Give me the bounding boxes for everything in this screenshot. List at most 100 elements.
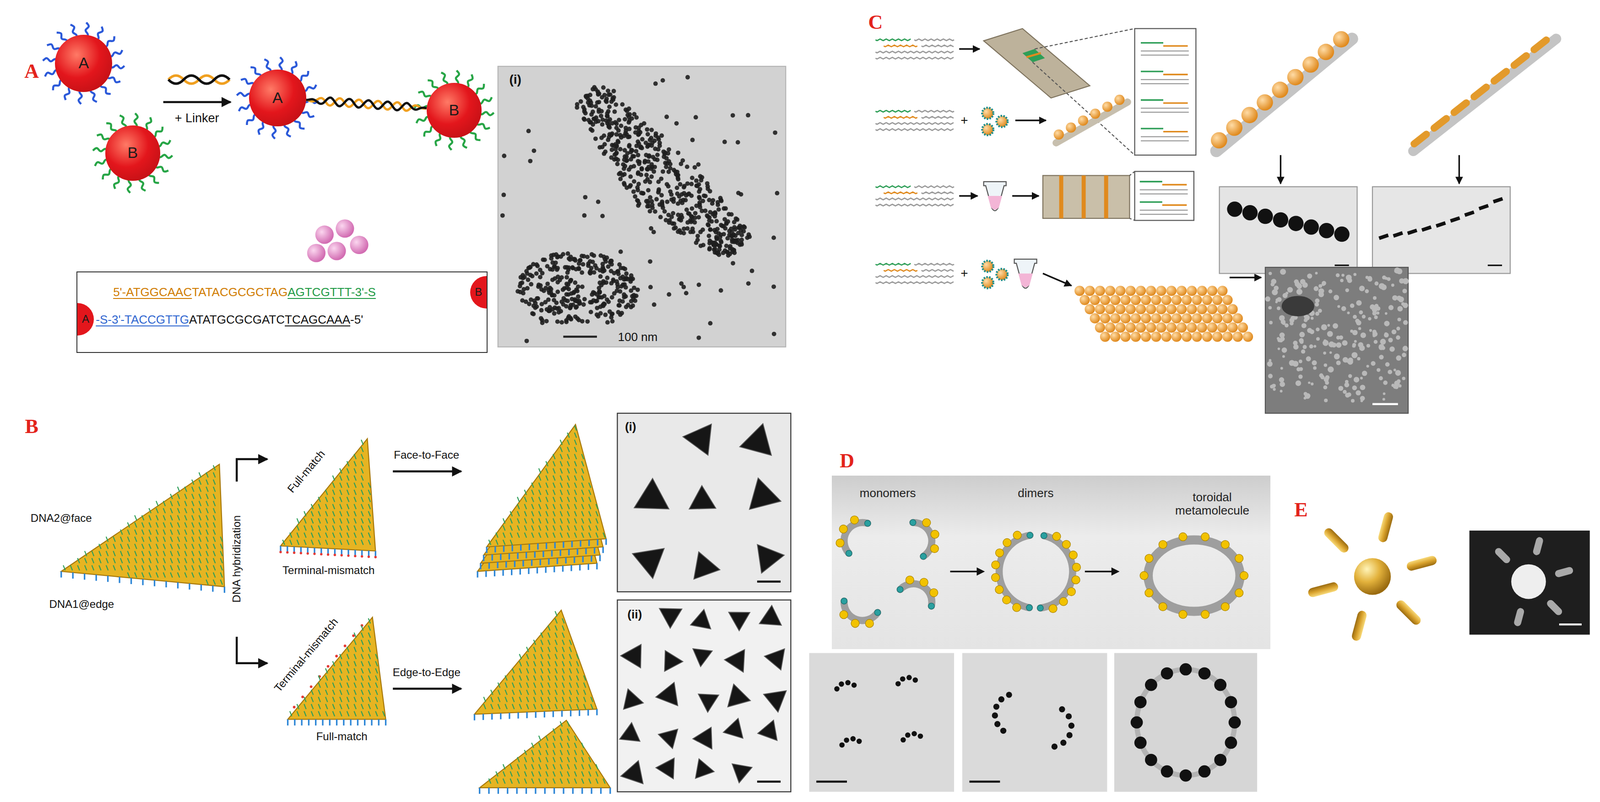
nanoplate [339, 504, 342, 510]
nanoplate [279, 550, 282, 554]
tem-particles [573, 258, 578, 263]
nanoplate [170, 522, 173, 528]
nanoplate [562, 787, 565, 794]
nanoplate [353, 668, 356, 674]
nanoplate [491, 554, 493, 561]
nanoplate [339, 539, 342, 545]
nanoplate [199, 551, 201, 557]
nanoplate [353, 489, 356, 495]
nanoplate [156, 522, 158, 528]
nanoplate [120, 543, 123, 549]
nanoplate [568, 549, 570, 556]
nanoplate [120, 551, 123, 557]
tem-particles [578, 99, 584, 104]
tem-particles [555, 319, 560, 325]
nanoplate [564, 557, 567, 564]
nanoplate [538, 778, 541, 784]
nanoplate [596, 778, 598, 784]
tem-particles [568, 315, 573, 321]
nanoplate [318, 675, 320, 681]
nanoplate [318, 525, 320, 531]
dna-ligands [107, 75, 121, 83]
nanoplate [163, 572, 166, 578]
tem-image [498, 66, 787, 348]
nanoplate [332, 525, 335, 531]
nanoplate [509, 539, 512, 545]
nanoplate [134, 522, 137, 528]
nanoplate [191, 529, 194, 535]
nanoplate [567, 511, 570, 517]
tem-particles [626, 120, 632, 125]
nanoplate [569, 668, 572, 674]
nanoplate [524, 497, 527, 503]
tem-image [969, 780, 1001, 783]
tem-particles [681, 284, 686, 290]
nanoplate [318, 511, 320, 517]
nanoplate [569, 675, 572, 681]
nanoplate [482, 713, 484, 720]
nanoplate [347, 489, 349, 495]
tem-particles [540, 271, 545, 276]
nanoplate [347, 518, 349, 524]
nanoplate [184, 536, 187, 542]
nanoplate [555, 696, 558, 702]
nanoplate [361, 668, 364, 674]
nanoplate [574, 482, 577, 488]
nanoplate [540, 654, 543, 660]
nanoplate [553, 504, 555, 510]
tem-particles [667, 189, 673, 195]
nanoplate [588, 511, 591, 517]
nanoplate [361, 461, 364, 467]
tem-particles [726, 211, 732, 217]
nanoplate [560, 468, 563, 474]
nanoplate [311, 696, 314, 702]
nanoplate [361, 654, 364, 660]
nanoplate [141, 558, 144, 564]
tem-particles [574, 102, 580, 107]
reaction-arrow [163, 101, 231, 104]
nanoplate [560, 757, 563, 763]
nanoplate [279, 438, 377, 559]
nanoplate [163, 500, 166, 506]
nanoplate [567, 461, 570, 467]
nanoplate [504, 704, 507, 710]
tem-particles [605, 320, 610, 325]
dna-ligands [414, 70, 494, 151]
nanoplate [524, 504, 527, 510]
nanoplate [361, 468, 364, 474]
tem-particles [645, 127, 650, 132]
tem-particles [540, 257, 546, 262]
lattice-sheet [1059, 175, 1064, 219]
nanoplate [588, 771, 591, 777]
tem-particles [607, 104, 612, 109]
nanoplate [579, 540, 581, 547]
tem-particles [544, 307, 550, 312]
nanoplate [368, 504, 371, 510]
nanoplate [517, 511, 520, 517]
nanoplate [533, 696, 536, 702]
nanoplate [538, 532, 541, 538]
nanoplate [517, 757, 520, 763]
rod-model [1216, 38, 1557, 185]
nanoplate [545, 757, 548, 763]
tem-particles [556, 305, 562, 311]
tem-image [1136, 669, 1235, 776]
nanoplate [562, 675, 565, 681]
nanoplate [596, 511, 598, 517]
tem-particles [558, 254, 564, 260]
nanoplate [569, 704, 572, 710]
nanoplate [303, 525, 306, 531]
tem-particles [635, 152, 641, 158]
nanoplate [538, 764, 541, 770]
nanoplate [585, 547, 587, 554]
nanoplate [156, 551, 158, 557]
nanoplate [343, 644, 347, 648]
dna-ligands [449, 135, 453, 150]
nanoplate [562, 668, 565, 674]
tem-particles [713, 242, 718, 248]
nanoplate [524, 518, 527, 524]
nanoplate [134, 529, 137, 535]
nanoplate [512, 682, 515, 688]
nanoplate [199, 572, 201, 578]
nanoplate [526, 661, 529, 667]
